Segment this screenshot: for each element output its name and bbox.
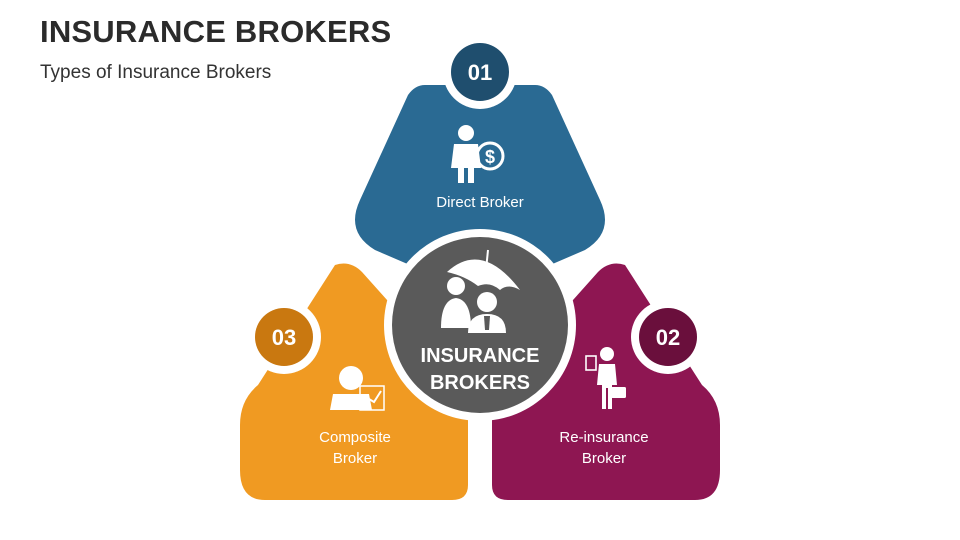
number-02: 02 [656, 325, 680, 350]
card-label-01: Direct Broker [436, 194, 524, 211]
card-label-03-line2: Broker [333, 450, 377, 467]
card-composite-broker: Composite Broker 03 [240, 263, 468, 500]
card-label-02-line2: Broker [582, 450, 626, 467]
center-label-line1: INSURANCE [421, 345, 540, 367]
number-badge-03 [255, 308, 313, 366]
card-shape-01 [355, 85, 605, 278]
number-01: 01 [468, 60, 492, 85]
businessman-dollar-icon: $ [451, 125, 505, 183]
card-direct-broker: $ Direct Broker 01 [355, 35, 605, 278]
svg-text:$: $ [485, 147, 495, 167]
people-umbrella-icon [441, 249, 520, 333]
businessman-chart-icon [330, 366, 385, 411]
page-title: INSURANCE BROKERS [40, 14, 392, 49]
center-label-line2: BROKERS [430, 372, 530, 394]
number-badge-01 [451, 43, 509, 101]
number-badge-02 [639, 308, 697, 366]
card-label-03-line1: Composite [319, 429, 391, 446]
card-reinsurance-broker: Re-insurance Broker 02 [492, 263, 720, 500]
center-hub: INSURANCE BROKERS [384, 229, 576, 421]
card-label-02-line1: Re-insurance [559, 429, 648, 446]
number-03: 03 [272, 325, 296, 350]
page-subtitle: Types of Insurance Brokers [40, 62, 272, 83]
businessman-briefcase-icon [585, 347, 626, 409]
